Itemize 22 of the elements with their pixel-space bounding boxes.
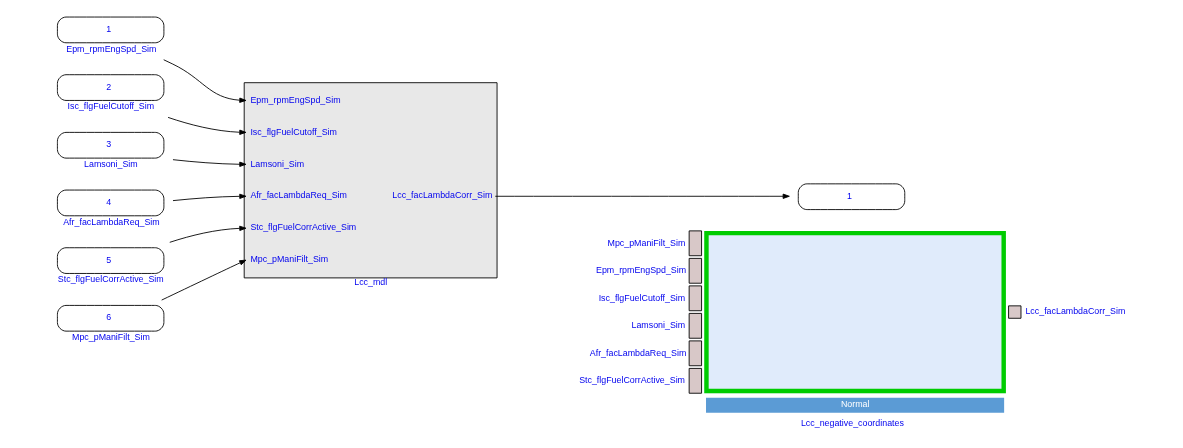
node-label: Lamsoni_Sim [83, 158, 138, 169]
node-label: Afr_facLambdaReq_Sim [62, 216, 160, 227]
node-label: Stc_flgFuelCorrActive_Sim [578, 375, 685, 386]
node-label: Mpc_pManiFilt_Sim [607, 237, 685, 248]
node-label: Lcc_facLambdaCorr_Sim [1024, 306, 1125, 317]
node-label: Lcc_mdl [353, 277, 387, 287]
node-label: Lamsoni_Sim [630, 320, 685, 331]
node-label: Afr_facLambdaReq_Sim [589, 347, 686, 358]
arrow [168, 225, 246, 243]
arrow [172, 159, 246, 167]
arrow [162, 59, 246, 103]
arrow [172, 193, 246, 202]
arrow [167, 116, 246, 135]
arrow [160, 259, 246, 301]
node-label: Epm_rpmEngSpd_Sim [595, 265, 686, 276]
node-label: Isc_flgFuelCutoff_Sim [598, 292, 685, 303]
node-label: Isc_flgFuelCutoff_Sim [67, 101, 154, 112]
node-label: Mpc_pManiFilt_Sim [71, 332, 150, 343]
arrow [494, 193, 790, 199]
node-label: Epm_rpmEngSpd_Sim [65, 43, 156, 54]
node-label: Lcc_negative_coordinates [800, 418, 904, 429]
node-label: Stc_flgFuelCorrActive_Sim [57, 274, 164, 285]
